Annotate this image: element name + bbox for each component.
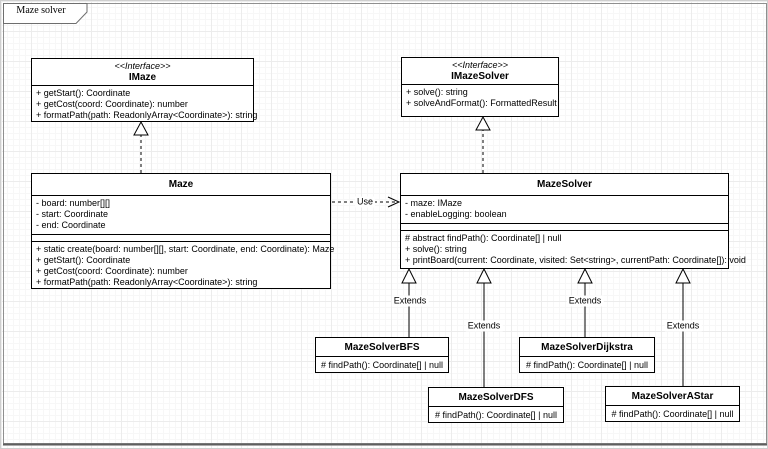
edge-label-extends-bfs[interactable]: Extends <box>391 295 429 307</box>
member-line: # findPath(): Coordinate[] | null <box>526 359 648 370</box>
class-box-imaze[interactable]: <<Interface>> IMaze + getStart(): Coordi… <box>31 58 258 123</box>
methods-section: # findPath(): Coordinate[] | null <box>429 407 563 423</box>
methods-section: + static create(board: number[][], start… <box>32 242 335 290</box>
edge-label-extends-dijkstra[interactable]: Extends <box>566 295 604 307</box>
methods-section: # abstract findPath(): Coordinate[] | nu… <box>401 231 746 270</box>
member-line: + printBoard(current: Coordinate, visite… <box>405 255 746 265</box>
methods-section: # findPath(): Coordinate[] | null <box>316 357 448 373</box>
class-box-mazesolverastar[interactable]: MazeSolverAStar # findPath(): Coordinate… <box>605 386 740 422</box>
member-line: - end: Coordinate <box>36 220 106 230</box>
member-line: + formatPath(path: ReadonlyArray<Coordin… <box>36 110 258 120</box>
member-line: - start: Coordinate <box>36 209 109 219</box>
class-box-mazesolverdijkstra[interactable]: MazeSolverDijkstra # findPath(): Coordin… <box>519 337 655 373</box>
class-header: MazeSolverBFS <box>316 338 448 357</box>
member-line: + solve(): string <box>406 87 468 97</box>
class-name: MazeSolverBFS <box>344 341 420 353</box>
class-header: MazeSolverDijkstra <box>520 338 654 357</box>
class-name: MazeSolver <box>536 179 593 190</box>
member-line: # abstract findPath(): Coordinate[] | nu… <box>405 233 562 243</box>
member-line: # findPath(): Coordinate[] | null <box>321 359 443 370</box>
edge-mazesolver-implements-imazesolver[interactable] <box>475 115 491 173</box>
member-line: + solveAndFormat(): FormattedResult <box>406 98 557 108</box>
class-header: MazeSolverDFS <box>429 388 563 407</box>
class-box-imazesolver[interactable]: <<Interface>> IMazeSolver + solve(): str… <box>401 57 559 117</box>
class-name: Maze <box>168 179 194 190</box>
class-header: Maze <box>32 174 330 196</box>
edge-label-use[interactable]: Use <box>354 196 376 208</box>
fields-section: - maze: IMaze- enableLogging: boolean <box>401 196 728 224</box>
member-line: # findPath(): Coordinate[] | null <box>435 409 557 420</box>
stereotype-label: <<Interface>> <box>114 61 171 71</box>
frame-title: Maze solver <box>16 5 66 16</box>
class-box-maze[interactable]: Maze - board: number[][]- start: Coordin… <box>31 173 335 290</box>
methods-section: # findPath(): Coordinate[] | null <box>606 406 739 422</box>
class-name: IMazeSolver <box>451 71 509 82</box>
class-header: MazeSolverAStar <box>606 387 739 406</box>
member-line: + getStart(): Coordinate <box>36 88 131 98</box>
member-line: + static create(board: number[][], start… <box>36 244 335 254</box>
section-divider <box>32 235 330 242</box>
member-line: - maze: IMaze <box>405 198 463 208</box>
class-name: MazeSolverDFS <box>458 391 534 403</box>
class-header: <<Interface>> IMazeSolver <box>402 58 558 85</box>
member-line: + getStart(): Coordinate <box>36 255 131 265</box>
member-line: + getCost(coord: Coordinate): number <box>36 99 188 109</box>
section-divider <box>401 224 728 231</box>
member-line: + solve(): string <box>405 244 467 254</box>
member-line: - board: number[][] <box>36 198 111 208</box>
member-line: - enableLogging: boolean <box>405 209 507 219</box>
fields-section: - board: number[][]- start: Coordinate- … <box>32 196 330 235</box>
class-box-mazesolver[interactable]: MazeSolver - maze: IMaze- enableLogging:… <box>400 173 746 270</box>
class-name: MazeSolverAStar <box>631 390 714 402</box>
class-header: <<Interface>> IMaze <box>32 59 253 86</box>
class-box-mazesolverdfs[interactable]: MazeSolverDFS # findPath(): Coordinate[]… <box>428 387 564 423</box>
stereotype-label: <<Interface>> <box>451 60 509 70</box>
methods-section: + getStart(): Coordinate+ getCost(coord:… <box>32 86 258 123</box>
class-box-mazesolverbfs[interactable]: MazeSolverBFS # findPath(): Coordinate[]… <box>315 337 449 373</box>
member-line: + getCost(coord: Coordinate): number <box>36 266 188 276</box>
member-line: + formatPath(path: ReadonlyArray<Coordin… <box>36 277 258 287</box>
class-name: IMaze <box>128 72 157 83</box>
class-header: MazeSolver <box>401 174 728 196</box>
member-line: # findPath(): Coordinate[] | null <box>611 408 734 419</box>
edge-label-extends-astar[interactable]: Extends <box>664 320 702 332</box>
class-name: MazeSolverDijkstra <box>541 341 633 353</box>
methods-section: # findPath(): Coordinate[] | null <box>520 357 654 373</box>
methods-section: + solve(): string+ solveAndFormat(): For… <box>402 85 558 111</box>
edge-maze-implements-imaze[interactable] <box>133 120 149 173</box>
edge-label-extends-dfs[interactable]: Extends <box>465 320 503 332</box>
